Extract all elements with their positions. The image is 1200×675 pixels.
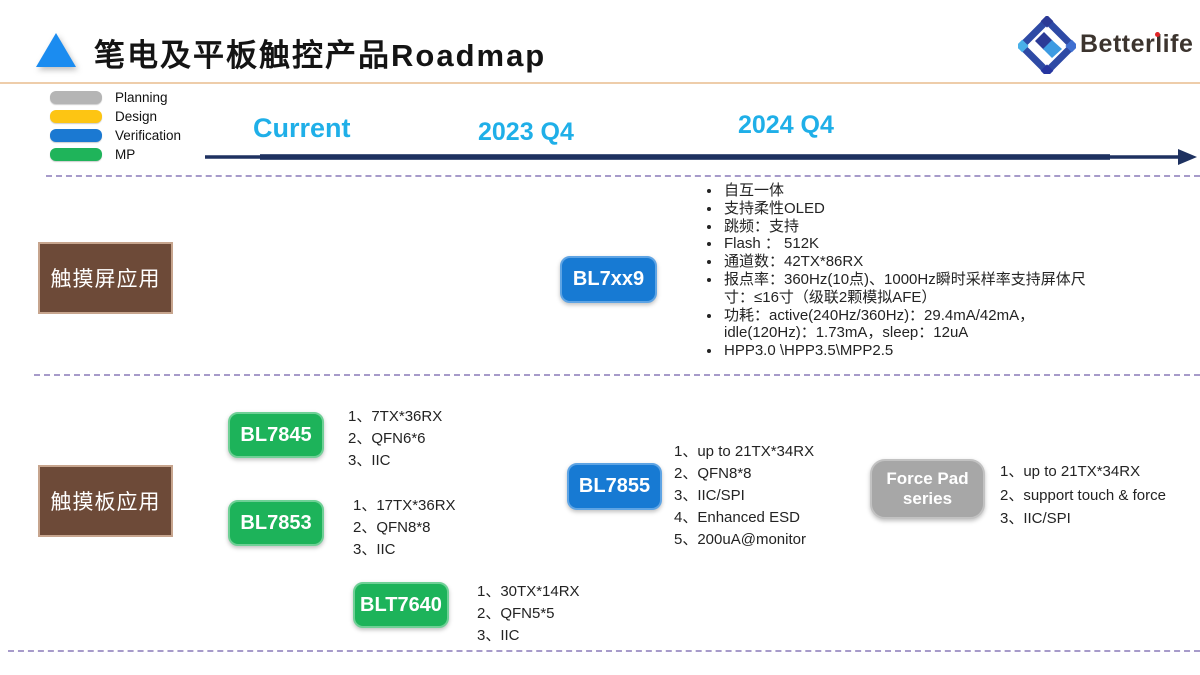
spec-item: 2、QFN6*6 xyxy=(348,430,426,447)
design-swatch-icon xyxy=(50,109,102,123)
spec-item: 2、QFN8*8 xyxy=(353,519,431,536)
spec-item: 1、17TX*36RX xyxy=(353,497,456,514)
spec-item: 功耗：active(240Hz/360Hz)：29.4mA/42mA，idle(… xyxy=(722,307,1090,343)
bl7845-spec-list: 1、7TX*36RX 2、QFN6*6 3、IIC xyxy=(348,406,442,472)
betterlife-wordmark: Betterlife xyxy=(1080,30,1194,58)
spec-item: HPP3.0 \HPP3.5\MPP2.5 xyxy=(722,342,1090,360)
timeline-label-2023q4: 2023 Q4 xyxy=(478,118,574,146)
betterlife-logo: Betterlife xyxy=(1018,16,1198,74)
legend-item-mp: MP xyxy=(50,145,181,163)
legend: Planning Design Verification MP xyxy=(50,88,181,164)
chip-force-pad-series: Force Pad series xyxy=(870,459,985,519)
spec-item: 5、200uA@monitor xyxy=(674,531,806,548)
spec-item: 1、7TX*36RX xyxy=(348,408,443,425)
spec-item: 报点率：360Hz(10点)、1000Hz瞬时采样率支持屏体尺寸：≤16寸（级联… xyxy=(722,271,1090,307)
spec-item: 3、IIC xyxy=(477,627,520,644)
spec-item: 通道数：42TX*86RX xyxy=(722,253,1090,271)
bl7853-spec-list: 1、17TX*36RX 2、QFN8*8 3、IIC xyxy=(353,495,456,561)
dashed-separator-top xyxy=(46,175,1200,177)
timeline-arrow xyxy=(205,149,1197,165)
chip-blt7640: BLT7640 xyxy=(353,582,449,628)
spec-item: 4、Enhanced ESD xyxy=(674,509,800,526)
spec-item: 3、IIC xyxy=(353,541,396,558)
planning-swatch-icon xyxy=(50,90,102,104)
legend-label: MP xyxy=(115,146,136,162)
dashed-separator-middle xyxy=(34,374,1200,376)
page-title: 笔电及平板触控产品Roadmap xyxy=(94,38,547,73)
spec-item: Flash ： 512K xyxy=(722,235,1090,253)
spec-item: 自互一体 xyxy=(722,182,1090,200)
row-label-touchscreen: 触摸屏应用 xyxy=(38,242,173,314)
chip-bl7855: BL7855 xyxy=(567,463,662,510)
spec-item: 2、support touch & force xyxy=(1000,486,1166,504)
bl7xx9-spec-list: 自互一体 支持柔性OLED 跳频：支持 Flash ： 512K 通道数：42T… xyxy=(702,182,1090,360)
legend-item-verification: Verification xyxy=(50,126,181,144)
dashed-separator-bottom xyxy=(8,650,1200,652)
timeline-label-2024q4: 2024 Q4 xyxy=(738,111,834,139)
triangle-logo-icon xyxy=(36,33,76,67)
chip-bl7845: BL7845 xyxy=(228,412,324,458)
bl7855-spec-list: 1、up to 21TX*34RX 2、QFN8*8 3、IIC/SPI 4、E… xyxy=(674,441,814,551)
chip-bl7853: BL7853 xyxy=(228,500,324,546)
spec-item: 1、30TX*14RX xyxy=(477,583,580,600)
spec-item: 3、IIC/SPI xyxy=(674,487,745,504)
legend-label: Verification xyxy=(115,127,182,143)
row-label-touchpad: 触摸板应用 xyxy=(38,465,173,537)
logo-red-dot-icon xyxy=(1155,32,1160,37)
spec-item: 跳频：支持 xyxy=(722,218,1090,236)
spec-item: 2、QFN5*5 xyxy=(477,605,555,622)
legend-item-design: Design xyxy=(50,107,181,125)
spec-item: 2、QFN8*8 xyxy=(674,465,752,482)
spec-item: 支持柔性OLED xyxy=(722,200,1090,218)
timeline-label-current: Current xyxy=(253,113,351,143)
mp-swatch-icon xyxy=(50,147,102,161)
spec-item: 1、up to 21TX*34RX xyxy=(1000,463,1141,480)
spec-item: 1、up to 21TX*34RX xyxy=(674,443,815,460)
spec-item: 3、IIC xyxy=(348,452,391,469)
blt7640-spec-list: 1、30TX*14RX 2、QFN5*5 3、IIC xyxy=(477,581,580,647)
betterlife-diamond-icon xyxy=(1018,16,1076,74)
verification-swatch-icon xyxy=(50,128,102,142)
chip-bl7xx9: BL7xx9 xyxy=(560,256,657,303)
legend-label: Planning xyxy=(115,89,168,105)
legend-item-planning: Planning xyxy=(50,88,181,106)
legend-label: Design xyxy=(115,108,158,124)
force-pad-spec-list: 1、up to 21TX*34RX 2、support touch & forc… xyxy=(1000,460,1166,531)
spec-item: 3、IIC/SPI xyxy=(1000,510,1071,527)
header-divider xyxy=(0,82,1200,84)
